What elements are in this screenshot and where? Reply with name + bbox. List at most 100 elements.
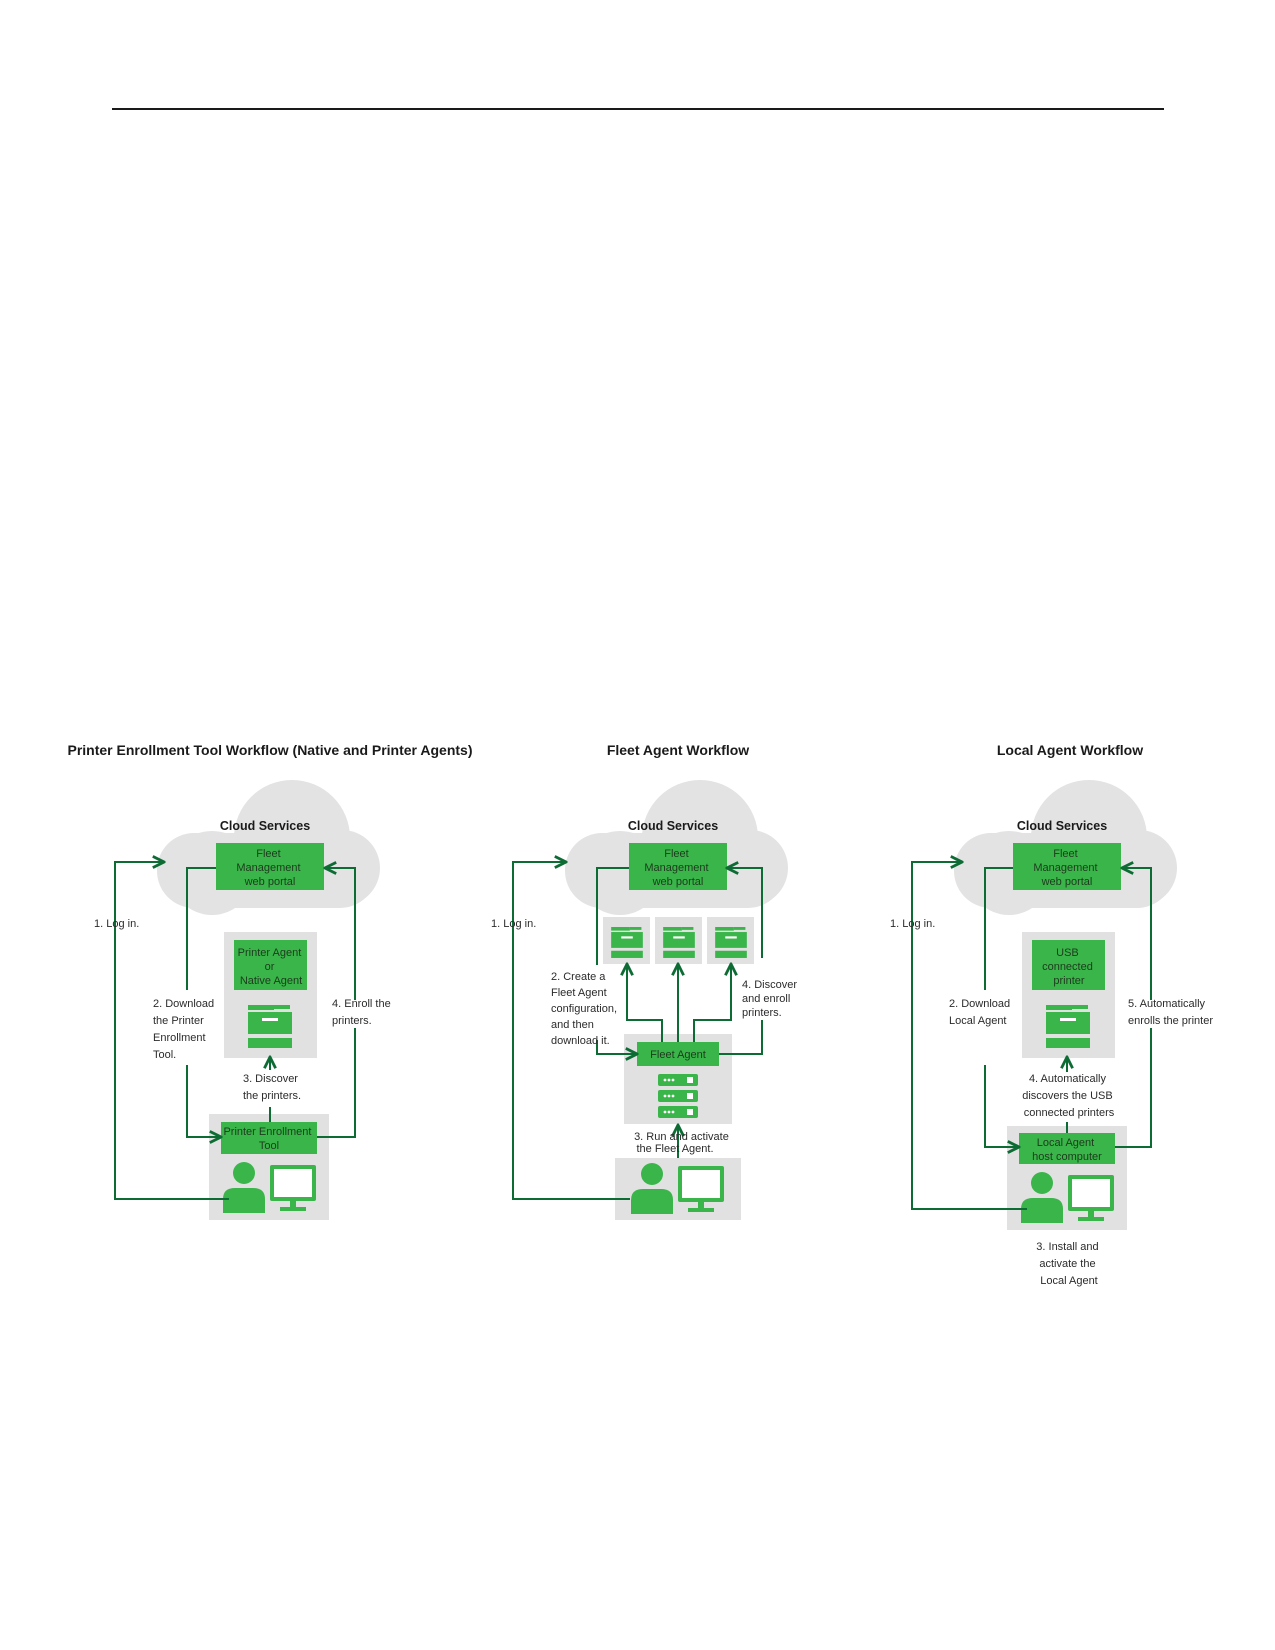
portal-label-line: web portal [1041,876,1093,888]
step-create-line: 2. Create a [551,971,606,983]
step-download-line: 2. Download [949,998,1010,1010]
usb-label-line: USB [1056,947,1079,959]
cloud-label: Cloud Services [1017,819,1107,833]
step-download-line: Tool. [153,1049,176,1061]
step-discover-line: 4. Discover [742,979,797,991]
step-discovers-line: discovers the USB [1022,1090,1112,1102]
svg-text:Fleet Management w: Fleet Management web portal [644,848,711,888]
step-discover-line: and enroll [742,993,790,1005]
step-download-line: 2. Download [153,998,214,1010]
step-login: 1. Log in. [491,918,536,930]
create-config-arrow [596,867,637,1054]
step-enrolls-line: enrolls the printer [1128,1015,1213,1027]
download-arrow [186,867,221,1137]
step-create-line: configuration, [551,1003,617,1015]
host-label-line: Local Agent [1037,1137,1095,1149]
workflow-printer-enrollment-tool: Printer Enrollment Tool Workflow (Native… [67,742,473,1220]
step-login: 1. Log in. [890,918,935,930]
agent-label-line: Native Agent [240,975,302,987]
fleet-management-portal-box [216,843,324,890]
svg-text:4. Automatically discove: 4. Automatically discovers the USB conne… [1022,1073,1116,1119]
step-run-line: 3. Run and activate [634,1131,729,1143]
svg-text:Printer Enrollment Tool: Printer Enrollment Tool [223,1126,314,1152]
step-download-line: Enrollment [153,1032,206,1044]
step-create-line: download it. [551,1035,610,1047]
svg-text:3. Install and activate: 3. Install and activate the Local Agent [1036,1241,1101,1287]
tool-label-line: Tool [259,1140,279,1152]
discover-arrow-left [627,964,663,1042]
top-rule [112,108,1164,110]
svg-text:4. Enroll the printers.: 4. Enroll the printers. [332,998,394,1027]
workflow-fleet-agent: Fleet Agent Workflow Cloud Services Flee… [491,742,800,1220]
step-discovers-line: connected printers [1024,1107,1115,1119]
step-discover-line: the printers. [243,1090,301,1102]
step-install-line: 3. Install and [1036,1241,1098,1253]
step-download-line: Local Agent [949,1015,1007,1027]
workflow-title: Fleet Agent Workflow [607,742,749,758]
portal-label-line: web portal [244,876,296,888]
svg-text:3. Discover the printers: 3. Discover the printers. [243,1073,301,1102]
svg-text:Local Agent host compute: Local Agent host computer [1032,1137,1102,1163]
svg-text:4. Discover and enroll: 4. Discover and enroll printers. [742,979,800,1019]
portal-label-line: Management [644,862,708,874]
login-arrow [512,862,630,1200]
portal-label-line: web portal [652,876,704,888]
step-run-line: the Fleet Agent. [636,1143,713,1155]
agent-label-line: or [265,961,275,973]
svg-text:Fleet Management w: Fleet Management web portal [236,848,303,888]
step-discover-line: 3. Discover [243,1073,298,1085]
fleet-agent-label: Fleet Agent [650,1049,706,1061]
portal-label-line: Fleet [664,848,688,860]
svg-text:5. Automatically enrolls: 5. Automatically enrolls the printer [1128,998,1213,1027]
login-arrow [114,862,229,1200]
workflow-title: Printer Enrollment Tool Workflow (Native… [67,742,472,758]
step-download-line: the Printer [153,1015,204,1027]
svg-text:Fleet Management w: Fleet Management web portal [1033,848,1100,888]
enrollment-tool-box [221,1122,317,1154]
step-discovers-line: 4. Automatically [1029,1073,1107,1085]
server-icon [658,1106,698,1118]
step-install-line: Local Agent [1040,1275,1098,1287]
svg-text:2. Download Local Agent: 2. Download Local Agent [949,998,1013,1027]
login-arrow [911,862,1027,1210]
svg-text:2. Create a Fleet Agent: 2. Create a Fleet Agent configuration, a… [551,971,620,1047]
agent-label-box [234,940,307,990]
host-label-line: host computer [1032,1151,1102,1163]
usb-label-box [1032,940,1105,990]
step-enroll-line: printers. [332,1015,372,1027]
enrolls-arrow [1115,868,1152,1148]
step-discover-line: printers. [742,1007,782,1019]
fleet-management-portal-box [629,843,727,890]
step-create-line: and then [551,1019,594,1031]
agent-label-line: Printer Agent [238,947,302,959]
portal-label-line: Fleet [1053,848,1077,860]
usb-label-line: connected [1042,961,1093,973]
svg-text:USB connected prin: USB connected printer [1042,947,1096,987]
enroll-arrow [317,868,356,1138]
step-login: 1. Log in. [94,918,139,930]
svg-text:3. Run and activate the: 3. Run and activate the Fleet Agent. [634,1131,732,1155]
step-enroll-line: 4. Enroll the [332,998,391,1010]
server-icon [658,1090,698,1102]
tool-label-line: Printer Enrollment [223,1126,311,1138]
workflow-local-agent: Local Agent Workflow Cloud Services Flee… [890,742,1213,1287]
download-arrow [984,867,1019,1147]
fleet-management-portal-box [1013,843,1121,890]
svg-text:2. Download the Printer: 2. Download the Printer Enrollment Tool. [153,998,217,1061]
svg-text:Printer Agent or N: Printer Agent or Native Agent [238,947,305,987]
usb-label-line: printer [1053,975,1085,987]
host-computer-box [1019,1133,1115,1164]
portal-label-line: Fleet [256,848,280,860]
workflow-title: Local Agent Workflow [997,742,1143,758]
discover-arrow-right [693,964,731,1042]
portal-label-line: Management [236,862,300,874]
step-install-line: activate the [1039,1258,1095,1270]
cloud-label: Cloud Services [220,819,310,833]
step-create-line: Fleet Agent [551,987,607,999]
portal-label-line: Management [1033,862,1097,874]
cloud-label: Cloud Services [628,819,718,833]
server-icon [658,1074,698,1086]
step-enrolls-line: 5. Automatically [1128,998,1206,1010]
enroll-arrow [719,868,763,1055]
